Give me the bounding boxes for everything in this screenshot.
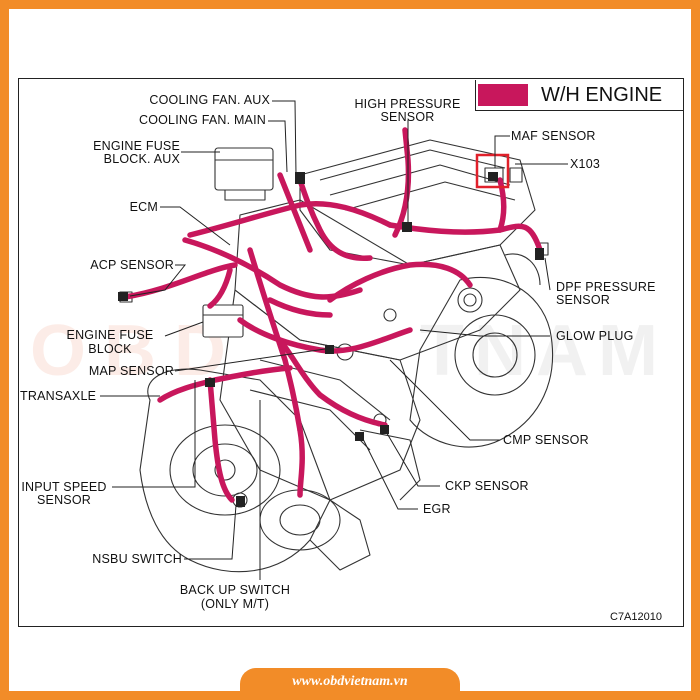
watermark-left: OBD [30, 311, 244, 391]
label-nsbu-switch: NSBU SWITCH [92, 552, 182, 566]
label-back-up-switch-line1: BACK UP SWITCH [179, 583, 291, 597]
label-acp-sensor: ACP SENSOR [90, 258, 174, 272]
label-map-sensor: MAP SENSOR [88, 364, 174, 378]
label-back-up-switch-line2: (ONLY M/T) [200, 597, 270, 611]
transaxle-case [139, 368, 331, 573]
right-housing [409, 276, 554, 448]
label-dpf-pressure-sensor-line2: SENSOR [556, 293, 610, 307]
footer-pill [240, 668, 460, 700]
label-high-pressure-sensor-line2: SENSOR [380, 110, 435, 124]
label-input-speed-sensor-line2: SENSOR [37, 493, 91, 507]
harness-color-swatch [478, 84, 528, 106]
leader-lines [100, 100, 568, 580]
label-engine-fuse-block-aux-line2: BLOCK. AUX [103, 152, 180, 166]
footer-url[interactable]: www.obdvietnam.vn [292, 674, 408, 689]
label-engine-fuse-block-line1: ENGINE FUSE [66, 328, 154, 342]
label-maf-sensor: MAF SENSOR [511, 129, 596, 143]
maf-highlight-box [475, 153, 510, 189]
label-input-speed-sensor-line1: INPUT SPEED [21, 480, 107, 494]
label-high-pressure-sensor-line1: HIGH PRESSURE [354, 97, 461, 111]
diagram-title: W/H ENGINE [541, 84, 663, 106]
diagram-panel [18, 78, 684, 627]
label-cooling-fan-aux: COOLING FAN. AUX [149, 93, 270, 107]
label-dpf-pressure-sensor-line1: DPF PRESSURE [556, 280, 656, 294]
label-x103: X103 [570, 157, 600, 171]
label-cooling-fan-main: COOLING FAN. MAIN [138, 113, 266, 127]
label-ecm: ECM [129, 200, 158, 214]
label-egr: EGR [423, 502, 451, 516]
label-cmp-sensor: CMP SENSOR [503, 433, 589, 447]
watermark-right: TNAM [420, 311, 668, 391]
label-engine-fuse-block-aux-line1: ENGINE FUSE [93, 139, 180, 153]
label-transaxle: TRANSAXLE [20, 389, 97, 403]
connectors [118, 172, 544, 507]
fuse-block-aux [214, 147, 274, 191]
label-ckp-sensor: CKP SENSOR [445, 479, 529, 493]
label-engine-fuse-block-line2: BLOCK [88, 342, 132, 356]
fuse-block [202, 304, 244, 338]
label-glow-plug: GLOW PLUG [556, 329, 634, 343]
figure-code: C7A12010 [610, 611, 662, 623]
